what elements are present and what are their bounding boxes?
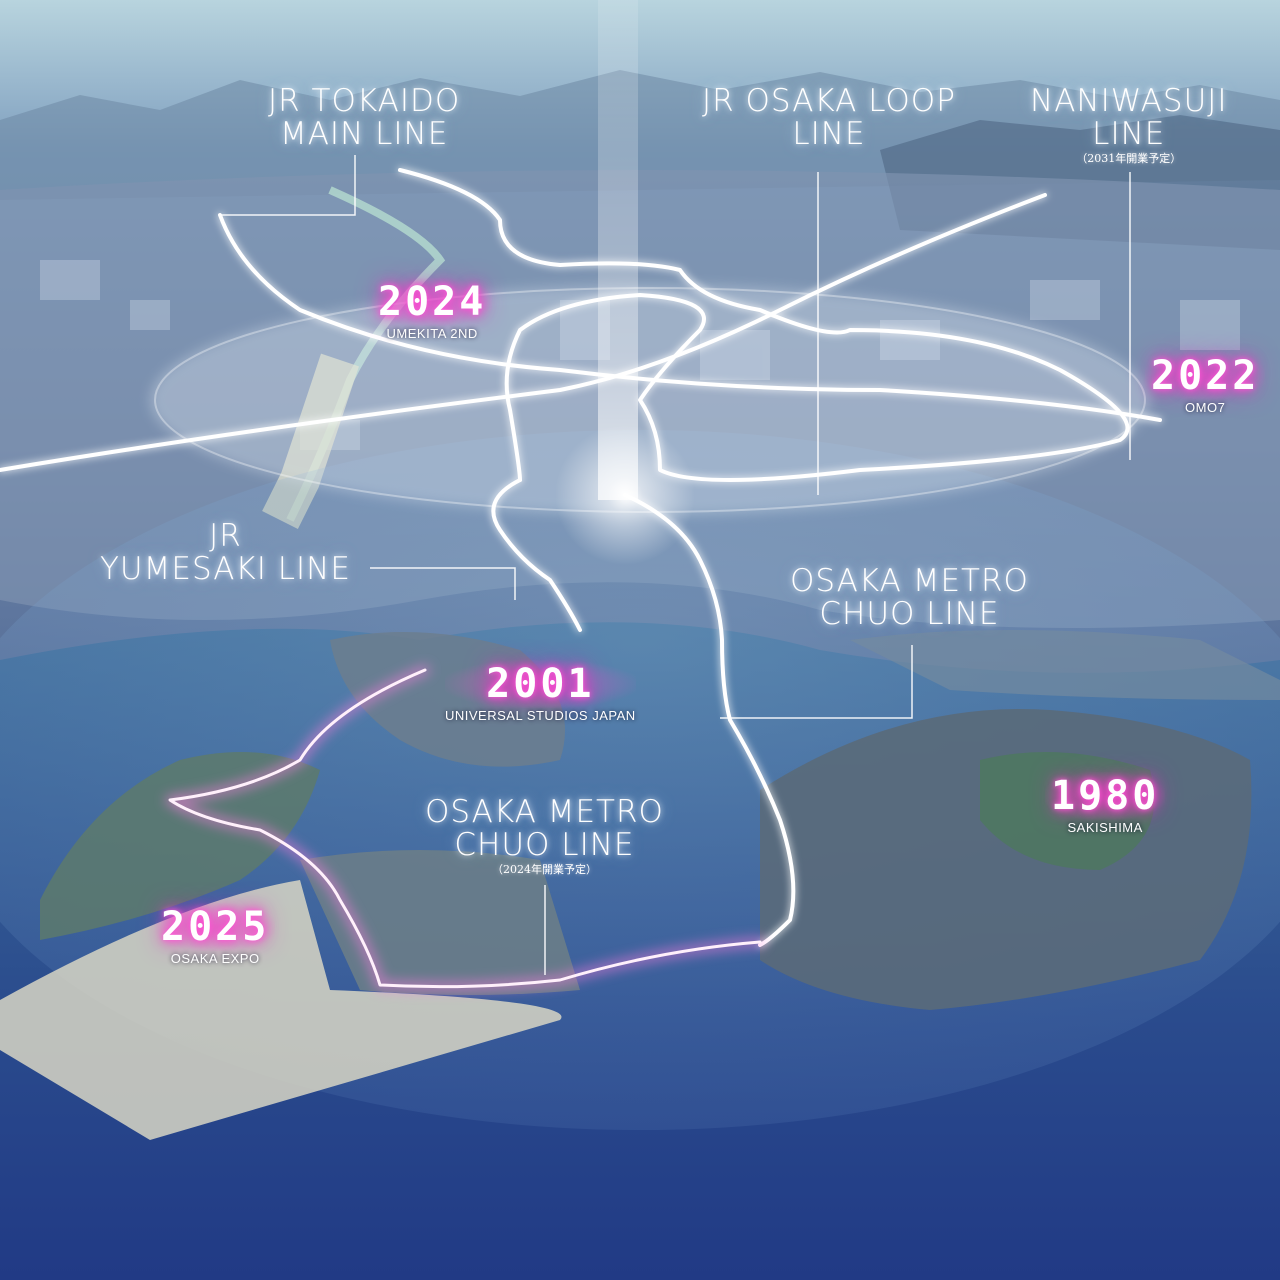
jr-tokaido-line — [218, 213, 1162, 422]
milestone-omo7: 2022 OMO7 — [1145, 352, 1266, 416]
milestone-sakishima: 1980 SAKISHIMA — [1045, 772, 1166, 836]
milestone-umekita: 2024 UMEKITA 2ND — [372, 278, 493, 342]
osaka-metro-chuo-line — [623, 493, 796, 947]
label-naniwasuji: NANIWASUJI LINE （2031年開業予定） — [1030, 83, 1228, 166]
milestone-osaka-expo: 2025 OSAKA EXPO — [155, 903, 276, 967]
leader-lines — [220, 155, 1131, 975]
label-osaka-metro-chuo-new: OSAKA METRO CHUO LINE （2024年開業予定） — [425, 794, 664, 877]
label-jr-osaka-loop: JR OSAKA LOOP LINE — [702, 83, 956, 152]
jr-yumesaki-line — [491, 478, 582, 632]
jr-osaka-loop-line — [398, 168, 1130, 482]
milestone-usj: 2001 UNIVERSAL STUDIOS JAPAN — [445, 660, 636, 723]
label-osaka-metro-chuo-east: OSAKA METRO CHUO LINE — [790, 563, 1029, 632]
naniwasuji-line — [0, 193, 1047, 472]
label-jr-yumesaki: JR YUMESAKI LINE — [100, 518, 351, 587]
label-jr-tokaido: JR TOKAIDO MAIN LINE — [268, 83, 461, 152]
